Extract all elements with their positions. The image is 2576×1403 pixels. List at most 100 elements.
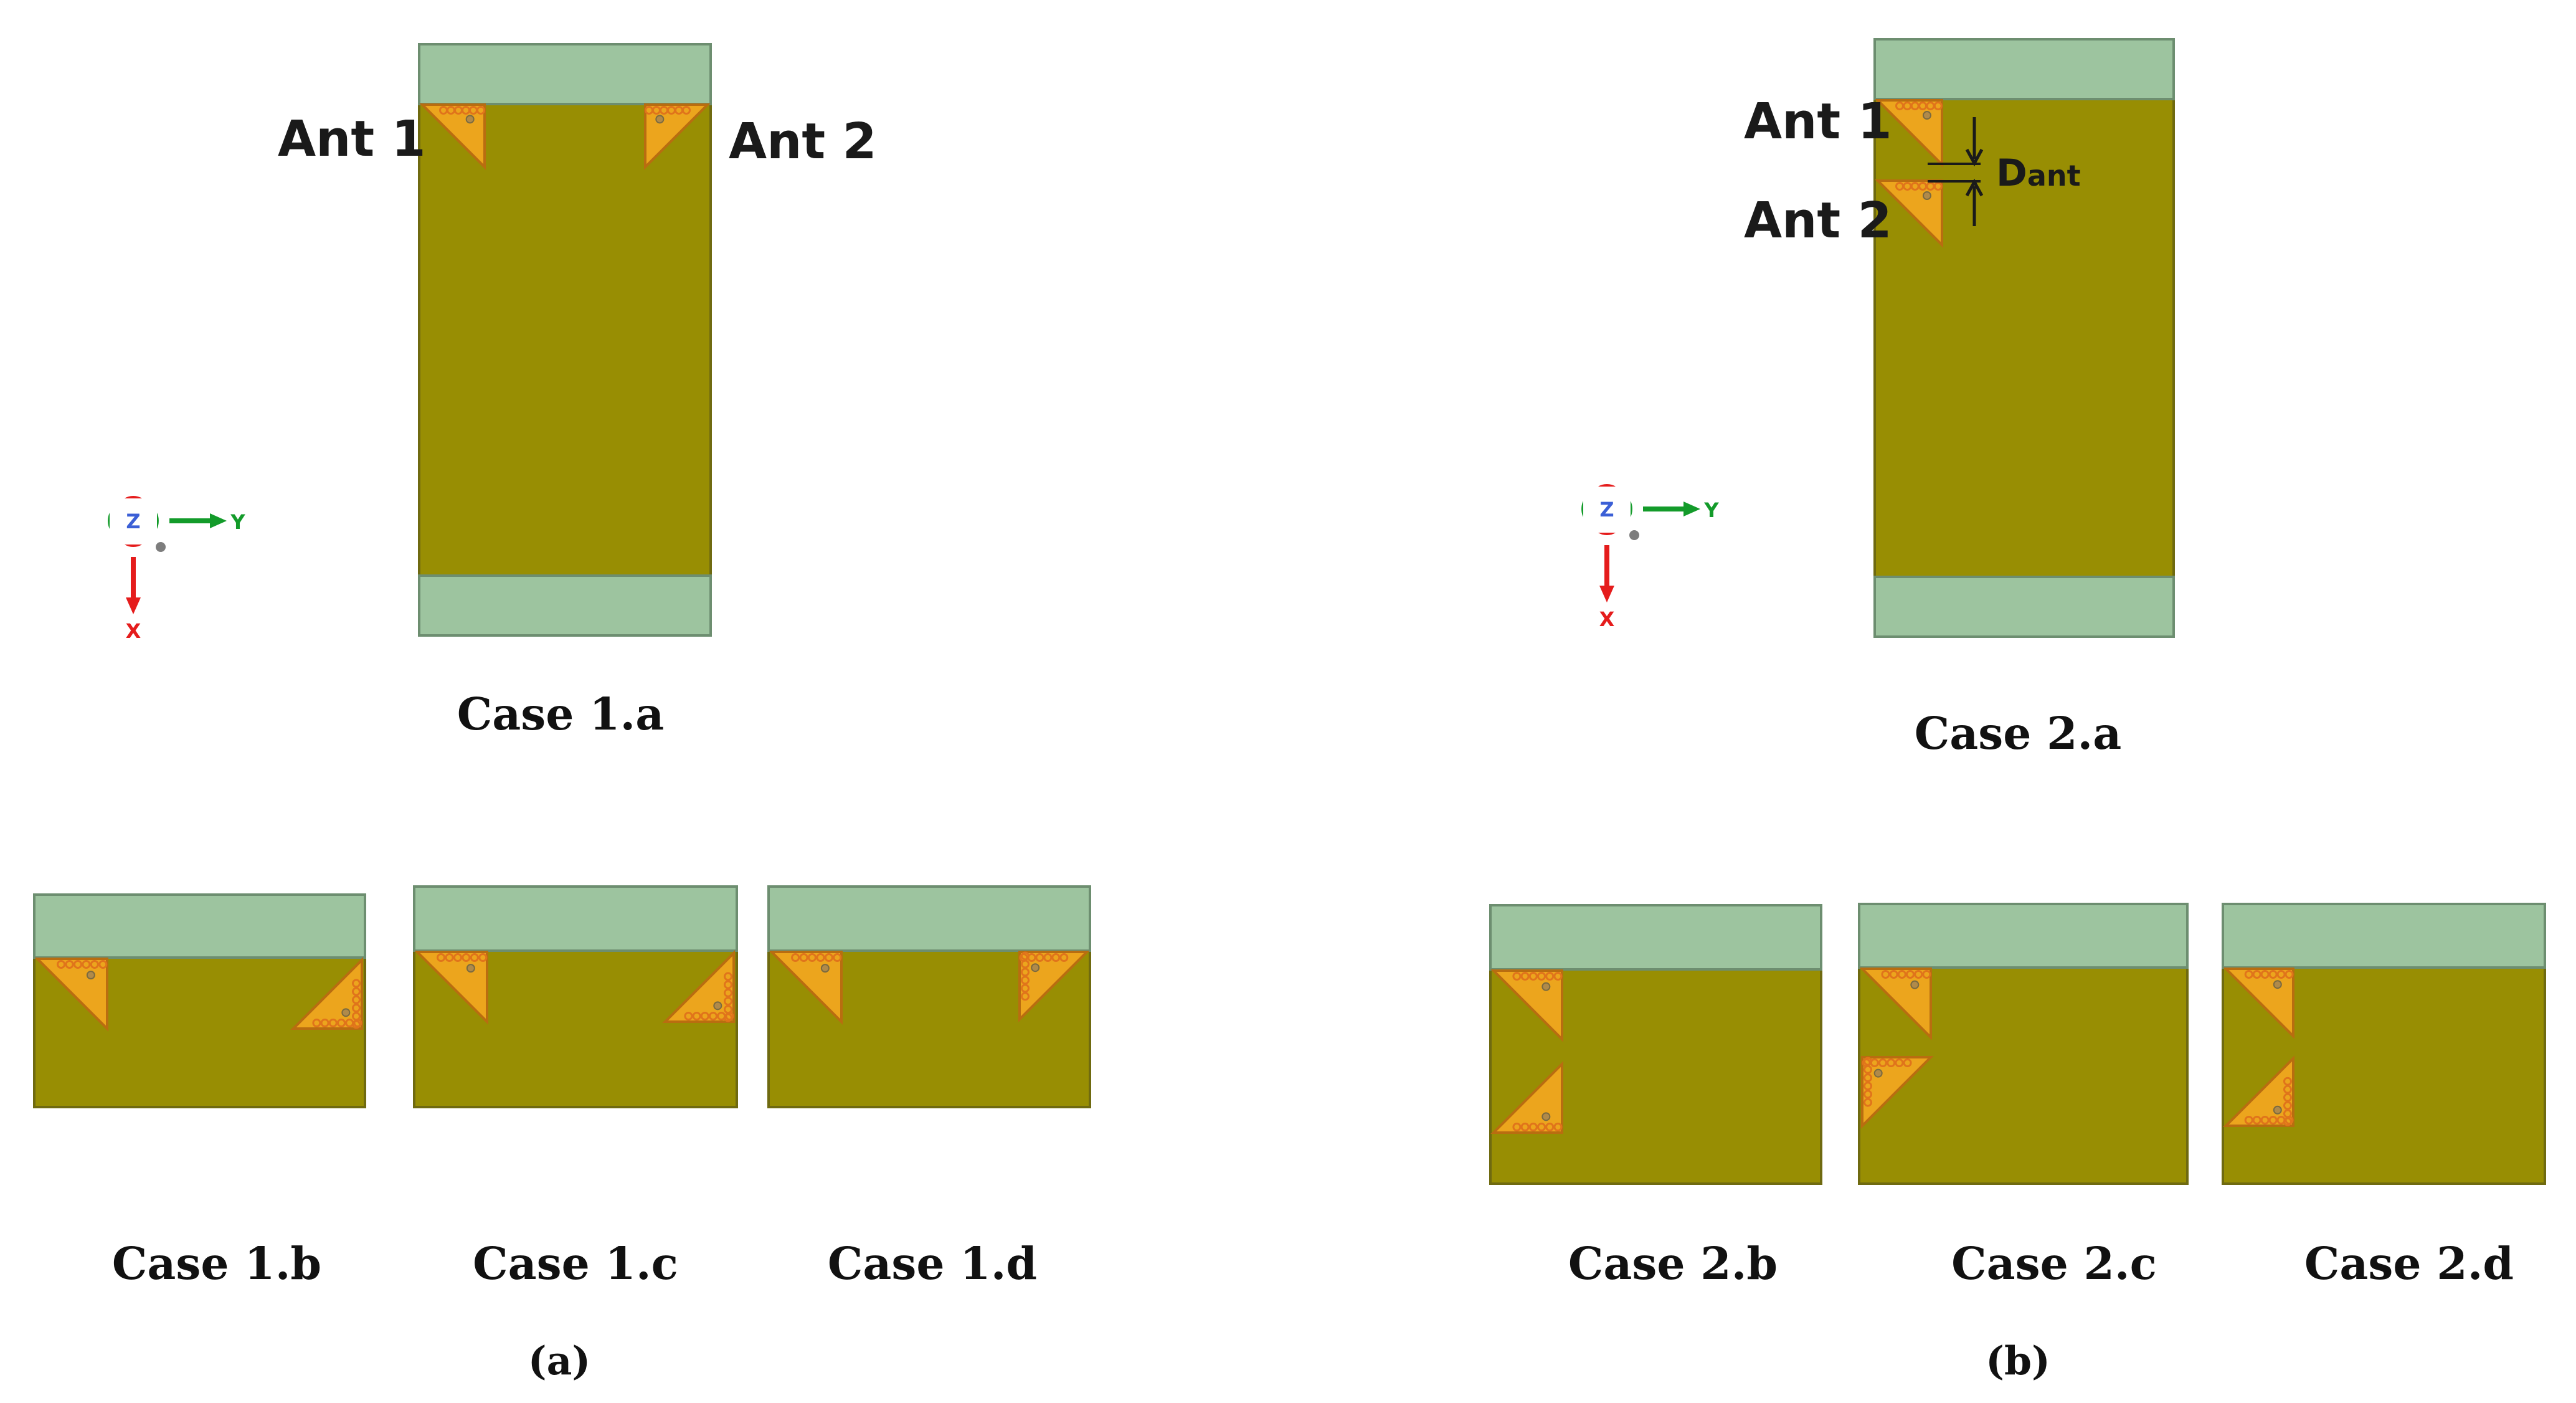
- via-dot: [2283, 1109, 2292, 1118]
- case-2d-antenna-2: [2223, 1055, 2294, 1127]
- feed-point: [1873, 1068, 1883, 1078]
- case-2a-board: [1873, 38, 2175, 638]
- panel-b-label: (b): [1986, 1338, 2050, 1384]
- via-dot: [700, 1012, 709, 1020]
- via-dot: [437, 953, 446, 962]
- case-1b-board: [33, 893, 366, 1108]
- via-dot: [724, 972, 732, 981]
- case-2b-clearance: [1489, 904, 1822, 971]
- via-dot: [352, 979, 361, 988]
- via-dot: [352, 1004, 361, 1012]
- via-dot: [1545, 1123, 1555, 1131]
- via-dot: [1512, 1123, 1522, 1131]
- feed-point: [2273, 1105, 2282, 1115]
- case-1c-board: [413, 885, 738, 1108]
- via-dot: [1035, 953, 1044, 962]
- via-dot: [2268, 1116, 2278, 1125]
- feed-point: [1541, 982, 1551, 991]
- via-dot: [1021, 976, 1030, 985]
- case-2c-antenna-2: [1861, 1056, 1934, 1129]
- via-dot: [1021, 968, 1030, 977]
- case-1b-clearance: [33, 893, 366, 959]
- via-dot: [1895, 182, 1905, 191]
- case-2d-board: [2222, 903, 2546, 1185]
- feed-point: [1910, 980, 1920, 989]
- via-dot: [816, 953, 825, 962]
- via-dot: [453, 953, 462, 962]
- via-dot: [1887, 1058, 1896, 1067]
- via-dot: [2283, 1117, 2292, 1126]
- via-dot: [1553, 1123, 1563, 1131]
- feed-point: [1922, 111, 1931, 120]
- via-dot: [724, 980, 732, 989]
- case-2a-caption: Case 2.a: [1915, 707, 2122, 759]
- via-dot: [1906, 970, 1915, 979]
- dant-label: Dant: [1996, 151, 2081, 195]
- case-2d-antenna-1: [2223, 968, 2294, 1039]
- via-dot: [1863, 1073, 1872, 1082]
- case-1a-bottom-clearance: [418, 574, 712, 637]
- case-2d-clearance: [2222, 903, 2546, 969]
- case-1c-antenna-1: [414, 951, 488, 1025]
- via-dot: [2283, 1093, 2292, 1102]
- via-dot: [2252, 1116, 2261, 1125]
- via-dot: [65, 960, 74, 969]
- case-2b-caption: Case 2.b: [1568, 1237, 1778, 1290]
- via-dot: [709, 1012, 717, 1020]
- via-dot: [1903, 1058, 1912, 1067]
- via-dot: [1897, 970, 1906, 979]
- axis-x-label: X: [1599, 607, 1615, 631]
- case-1d-antenna-1: [769, 951, 843, 1025]
- via-dot: [692, 1012, 701, 1020]
- via-dot: [2260, 970, 2270, 979]
- axis-x-label: X: [126, 619, 141, 643]
- case-2b-antenna-1: [1490, 969, 1563, 1042]
- via-dot: [1914, 970, 1923, 979]
- case-1d-antenna-2: [1018, 951, 1090, 1022]
- case-1a-ant2-label: Ant 2: [729, 113, 877, 170]
- via-dot: [352, 1020, 361, 1029]
- via-dot: [1051, 953, 1061, 962]
- via-dot: [724, 1005, 732, 1014]
- feed-point: [465, 115, 475, 124]
- case-2c-caption: Case 2.c: [1951, 1237, 2157, 1290]
- via-dot: [2276, 970, 2286, 979]
- case-2a-ant1-label: Ant 1: [1744, 93, 1892, 150]
- case-2a-antenna-1: [1875, 99, 1943, 168]
- via-dot: [1889, 970, 1898, 979]
- via-dot: [1512, 972, 1522, 981]
- case-1b-antenna-2: [290, 957, 363, 1030]
- axis-y-label: Y: [1703, 498, 1719, 522]
- case-2a-substrate: [1873, 98, 2175, 578]
- feed-point: [86, 971, 95, 980]
- case-2c-antenna-1: [1859, 968, 1932, 1040]
- via-dot: [1528, 972, 1538, 981]
- via-dot: [1021, 984, 1030, 993]
- via-dot: [1881, 970, 1890, 979]
- case-1c-antenna-2: [662, 950, 735, 1023]
- via-dot: [320, 1019, 329, 1027]
- via-dot: [1021, 951, 1030, 961]
- via-dot: [2283, 1101, 2292, 1110]
- via-dot: [1545, 972, 1555, 981]
- case-2a-antenna-2: [1875, 179, 1943, 248]
- case-2a-ant2-label: Ant 2: [1744, 192, 1892, 249]
- case-2a-bottom-clearance: [1873, 576, 2175, 638]
- via-dot: [724, 1013, 732, 1022]
- via-dot: [724, 988, 732, 997]
- axis-z-label: Z: [126, 510, 140, 533]
- via-dot: [791, 953, 800, 962]
- case-1c-clearance: [413, 885, 738, 952]
- via-dot: [2244, 1116, 2253, 1125]
- via-dot: [73, 960, 82, 969]
- case-1a-antenna-1: [419, 103, 486, 170]
- via-dot: [57, 960, 66, 969]
- via-dot: [337, 1019, 346, 1027]
- case-2b-board: [1489, 904, 1822, 1185]
- via-dot: [439, 106, 448, 115]
- via-dot: [1863, 1065, 1872, 1074]
- feed-point: [820, 964, 830, 973]
- case-1a-ant1-label: Ant 1: [278, 110, 426, 168]
- case-1a-caption: Case 1.a: [457, 688, 665, 740]
- via-dot: [1863, 1082, 1872, 1091]
